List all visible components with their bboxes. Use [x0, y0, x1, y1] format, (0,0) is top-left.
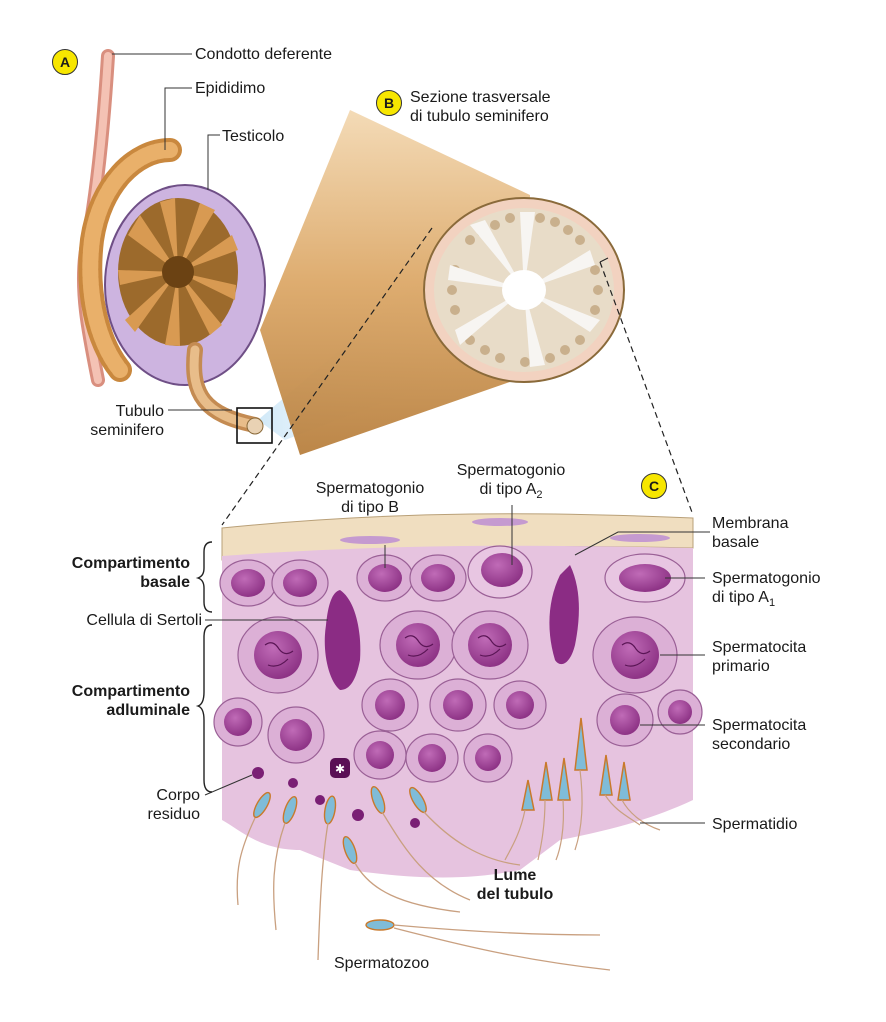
- label-spg-a2-line1: Spermatogonio: [456, 462, 566, 479]
- label-condotto-deferente: Condotto deferente: [195, 46, 332, 63]
- label-spermatocita-secondario: Spermatocita secondario: [712, 716, 806, 754]
- label-spc-primario-line1: Spermatocita: [712, 639, 807, 656]
- label-testicolo: Testicolo: [222, 128, 285, 145]
- svg-text:✱: ✱: [335, 762, 345, 776]
- spermatids: [521, 717, 631, 811]
- label-epididimo: Epididimo: [195, 80, 266, 97]
- label-comp-basale-line2: basale: [140, 574, 190, 591]
- tubule-cross-section: [260, 110, 625, 455]
- label-sezione-trasversale: Sezione trasversale di tubulo seminifero: [410, 88, 551, 126]
- seminiferous-epithelium: ✱: [195, 505, 710, 971]
- label-cellula-sertoli: Cellula di Sertoli: [86, 612, 202, 629]
- label-tubulo-line2: seminifero: [90, 422, 164, 439]
- panel-a-badge: A: [52, 49, 78, 75]
- sertoli-cell: [324, 590, 361, 690]
- label-spermatogonio-a2: Spermatogonio di tipo A2: [446, 461, 576, 505]
- label-lume-del-tubulo: Lume del tubulo: [455, 866, 575, 904]
- panel-c-badge: C: [641, 473, 667, 499]
- label-compartimento-adluminale: Compartimento adluminale: [20, 682, 190, 720]
- label-sezione-line1: Sezione trasversale: [410, 89, 551, 106]
- label-spermatozoo: Spermatozoo: [334, 955, 430, 972]
- label-spg-a2-sub: 2: [536, 489, 543, 502]
- label-membrana-line2: basale: [712, 534, 760, 551]
- label-spc-secondario-line2: secondario: [712, 736, 791, 753]
- panel-b-badge: B: [376, 90, 402, 116]
- label-spg-a1-line2: di tipo A: [712, 589, 769, 606]
- label-spg-a1-line1: Spermatogonio: [712, 570, 821, 587]
- label-comp-adlum-line2: adluminale: [106, 702, 190, 719]
- label-spermatogonio-a1: Spermatogonio di tipo A1: [712, 569, 821, 613]
- label-corpo-line1: Corpo: [156, 787, 200, 804]
- label-spermatocita-primario: Spermatocita primario: [712, 638, 806, 676]
- label-compartimento-basale: Compartimento basale: [20, 554, 190, 592]
- label-spc-secondario-line1: Spermatocita: [712, 717, 807, 734]
- magnify-box: [236, 407, 273, 444]
- label-spg-a2-line2: di tipo A: [479, 481, 537, 498]
- label-lume-line2: del tubulo: [476, 886, 554, 903]
- label-corpo-residuo: Corpo residuo: [100, 786, 200, 824]
- label-spermatogonio-b: Spermatogonio di tipo B: [315, 479, 425, 517]
- label-membrana-basale: Membrana basale: [712, 514, 788, 552]
- label-spg-a1-sub: 1: [768, 597, 776, 610]
- tubule-wall: [260, 110, 530, 455]
- label-sezione-line2: di tubulo seminifero: [410, 108, 549, 125]
- label-spc-primario-line2: primario: [712, 658, 770, 675]
- label-spg-b-line2: di tipo B: [341, 499, 399, 516]
- label-comp-adlum-line1: Compartimento: [71, 683, 190, 700]
- label-spg-b-line1: Spermatogonio: [315, 480, 425, 497]
- label-lume-line1: Lume: [493, 867, 537, 884]
- label-tubulo-line1: Tubulo: [115, 403, 164, 420]
- label-comp-basale-line1: Compartimento: [71, 555, 190, 572]
- label-spermatidio: Spermatidio: [712, 816, 798, 833]
- sperm-tails: [236, 811, 611, 971]
- label-tubulo-seminifero: Tubulo seminifero: [60, 402, 164, 440]
- label-membrana-line1: Membrana: [712, 515, 789, 532]
- label-corpo-line2: residuo: [147, 806, 200, 823]
